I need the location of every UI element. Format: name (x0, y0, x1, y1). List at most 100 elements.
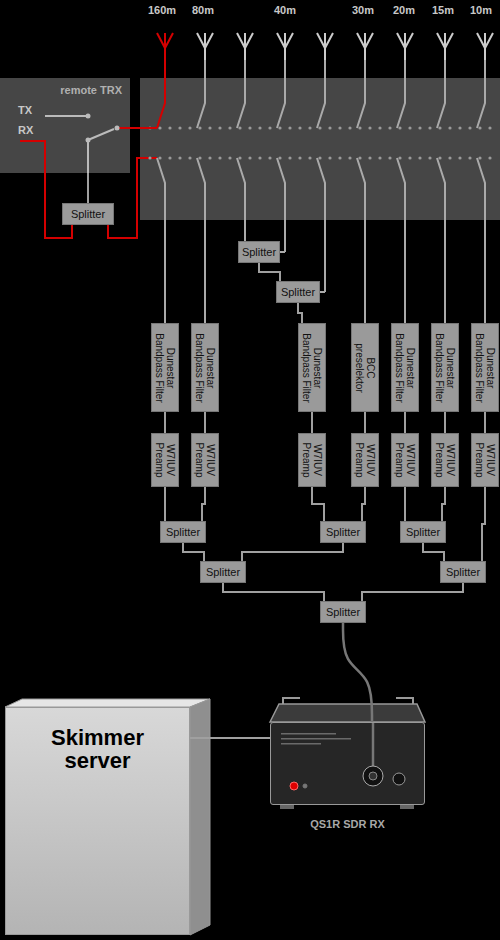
band-label: 20m (393, 4, 415, 16)
switch-contact (268, 126, 271, 129)
server-top (5, 699, 210, 707)
signal-line (87, 173, 89, 203)
signal-line (164, 487, 166, 521)
signal-line (442, 487, 445, 521)
panel-marking (281, 733, 336, 735)
preselector: BCC preselektor (351, 323, 379, 412)
switch-contact (478, 156, 481, 159)
switch-contact (288, 156, 291, 159)
receiver-foot (280, 805, 294, 809)
preamp-box: W7IUV Preamp (431, 433, 459, 487)
switch-contact (248, 156, 251, 159)
switch-contact (198, 126, 201, 129)
signal-line (362, 583, 463, 601)
band-label: 160m (148, 4, 176, 16)
antenna-switch (157, 60, 165, 128)
switch-contact (308, 156, 311, 159)
switch-contact (468, 156, 471, 159)
switch-contact (398, 156, 401, 159)
switch-contact (458, 126, 461, 129)
switch-contact (218, 156, 221, 159)
box-label: Splitter (166, 526, 200, 538)
signal-line (190, 737, 270, 739)
signal-line (484, 412, 486, 433)
switch-contact (348, 126, 351, 129)
signal-line (364, 412, 366, 433)
switch-contact (228, 126, 231, 129)
signal-line (259, 263, 280, 281)
server-side (190, 699, 210, 935)
box-label: Dunestar Bandpass Filter (194, 328, 216, 408)
signal-name: RX (18, 124, 33, 136)
switch-contact (338, 126, 341, 129)
switch-contact (358, 156, 361, 159)
band-label: 80m (192, 4, 214, 16)
antenna-switch (237, 60, 245, 128)
box-label: Dunestar Bandpass Filter (154, 328, 176, 408)
antenna-switches (148, 33, 493, 323)
switch-contact (398, 126, 401, 129)
signal-line (223, 583, 324, 601)
wire (88, 129, 114, 140)
receive-switch (237, 158, 245, 241)
band-label: 15m (432, 4, 454, 16)
receive-switch (157, 158, 165, 323)
switch-contact (278, 156, 281, 159)
wire (45, 115, 86, 117)
switch-contact (238, 156, 241, 159)
switch-contact (115, 126, 120, 131)
box-label: W7IUV Preamp (154, 437, 176, 483)
antenna-symbol (397, 33, 413, 60)
receive-switch (197, 158, 205, 323)
antenna-switch (397, 60, 405, 128)
switch-contact (378, 156, 381, 159)
band-label: 40m (274, 4, 296, 16)
switch-contact (368, 126, 371, 129)
switch-contact (178, 156, 181, 159)
wire (119, 127, 157, 129)
box-label: Skimmer server (33, 726, 163, 772)
receiver-front (271, 723, 424, 804)
switch-contact (318, 156, 321, 159)
splitter-box: Splitter (320, 521, 366, 543)
panel-marking (281, 738, 351, 740)
switch-contact (448, 156, 451, 159)
switch-contact (488, 126, 491, 129)
switch-contact (228, 156, 231, 159)
box-label: Splitter (281, 286, 315, 298)
bandpass-filter: Dunestar Bandpass Filter (431, 323, 459, 412)
switch-contact (86, 114, 91, 119)
switch-contact (428, 156, 431, 159)
signal-line (183, 543, 204, 561)
preamp-box: W7IUV Preamp (298, 433, 326, 487)
switch-contact (388, 126, 391, 129)
splitter-box: Splitter (440, 561, 486, 583)
splitter-box: Splitter (276, 281, 320, 303)
signal-line (404, 412, 406, 433)
receive-switch (397, 158, 405, 323)
switch-contact (418, 126, 421, 129)
signal-line (362, 487, 365, 521)
receive-switch (357, 158, 365, 323)
switch-contact (438, 156, 441, 159)
splitter-box: Splitter (62, 203, 114, 225)
switch-contact (408, 156, 411, 159)
signal-line (482, 487, 485, 561)
preamp-box: W7IUV Preamp (191, 433, 219, 487)
receiver-control (303, 784, 307, 788)
antenna-symbol (157, 33, 173, 60)
switch-contact (268, 156, 271, 159)
switch-contact (258, 156, 261, 159)
signal-line (204, 412, 206, 433)
switch-contact (178, 126, 181, 129)
wire (87, 140, 89, 173)
switch-contact (208, 126, 211, 129)
antenna-symbol (477, 33, 493, 60)
antenna-symbol (317, 33, 333, 60)
switch-contact (348, 156, 351, 159)
bandpass-filter: Dunestar Bandpass Filter (298, 323, 326, 412)
receiver-control (290, 782, 298, 790)
receiver-top (270, 704, 425, 722)
switch-contact (428, 126, 431, 129)
